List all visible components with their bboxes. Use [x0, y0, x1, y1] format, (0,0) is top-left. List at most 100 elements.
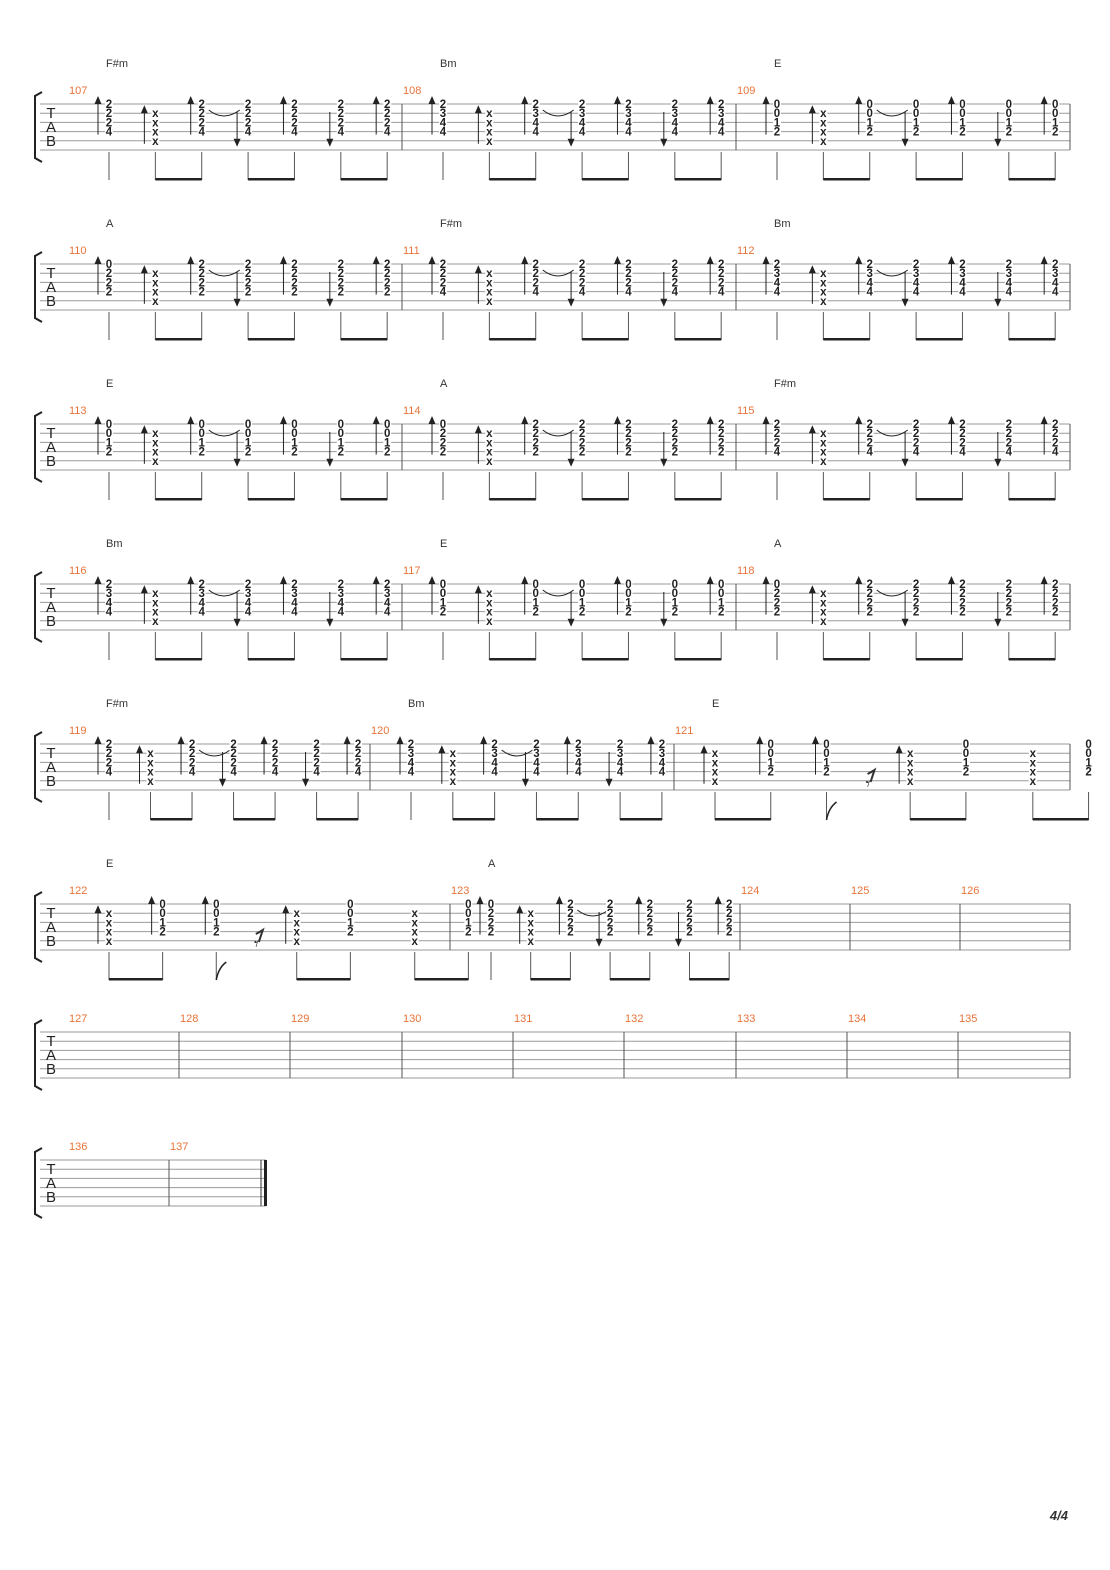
note-beam: [155, 498, 202, 501]
fret-number: 4: [106, 127, 113, 139]
dead-note: x: [486, 437, 493, 449]
fret-number: 1: [159, 917, 166, 929]
fret-number: 2: [774, 597, 780, 609]
dead-note: x: [820, 437, 827, 449]
system-bracket: [34, 891, 43, 963]
fret-number: 3: [440, 108, 446, 120]
fret-number: 4: [533, 287, 540, 299]
chord-name: F#m: [106, 58, 128, 70]
fret-number: 2: [245, 277, 251, 289]
upstroke-arrow: [762, 416, 770, 424]
fret-number: 4: [867, 277, 874, 289]
fret-number: 0: [625, 579, 631, 591]
tab-system: TAB113E0012xxxx00120012001200120012114A0…: [34, 378, 1071, 501]
upstroke-arrow: [94, 736, 102, 744]
dead-note: x: [907, 776, 914, 788]
fret-number: 2: [567, 908, 573, 920]
fret-number: 0: [774, 579, 780, 591]
fret-number: 2: [440, 99, 446, 111]
fret-number: 1: [291, 437, 298, 449]
upstroke-arrow: [613, 256, 621, 264]
note-beam: [916, 658, 963, 661]
upstroke-arrow: [136, 745, 144, 754]
fret-number: 2: [625, 419, 631, 431]
fret-number: 1: [913, 117, 920, 129]
upstroke-arrow: [855, 416, 863, 424]
upstroke-arrow: [947, 256, 955, 264]
fret-number: 2: [533, 428, 539, 440]
fret-number: 4: [313, 767, 320, 779]
fret-number: 3: [1006, 268, 1012, 280]
fret-number: 2: [106, 108, 112, 120]
fret-number: 2: [913, 597, 919, 609]
fret-number: 3: [672, 108, 678, 120]
fret-number: 2: [384, 268, 390, 280]
fret-number: 2: [291, 277, 297, 289]
upstroke-arrow: [428, 416, 436, 424]
fret-number: 2: [607, 927, 613, 939]
fret-number: 0: [867, 108, 873, 120]
downstroke-arrow: [901, 458, 909, 467]
note-beam: [610, 978, 650, 981]
upstroke-arrow: [372, 96, 380, 104]
fret-number: 2: [272, 757, 278, 769]
note-beam: [340, 498, 388, 501]
note-beam: [248, 498, 295, 501]
fret-number: 4: [106, 767, 113, 779]
dead-note: x: [1030, 767, 1037, 779]
fret-number: 2: [338, 287, 344, 299]
tab-clef-letter: A: [46, 1175, 56, 1192]
fret-number: 2: [440, 607, 446, 619]
fret-number: 2: [533, 99, 539, 111]
fret-number: 3: [199, 588, 205, 600]
fret-number: 2: [579, 437, 585, 449]
fret-number: 3: [617, 748, 623, 760]
measure: 126: [961, 885, 979, 897]
fret-number: 2: [338, 277, 344, 289]
dead-note: x: [152, 437, 159, 449]
note-flag: [215, 961, 227, 981]
dead-note: x: [412, 936, 419, 948]
fret-number: 2: [440, 447, 446, 459]
note-beam: [150, 818, 193, 821]
fret-number: 4: [625, 117, 632, 129]
upstroke-arrow: [808, 585, 816, 594]
fret-number: 4: [408, 767, 415, 779]
note-beam: [155, 178, 202, 181]
upstroke-arrow: [855, 96, 863, 104]
measure: 130: [403, 1013, 421, 1025]
system-bracket: [34, 571, 43, 643]
fret-number: 1: [213, 917, 220, 929]
fret-number: 3: [408, 748, 414, 760]
dead-note: x: [450, 748, 457, 760]
tab-clef-letter: T: [46, 425, 55, 442]
fret-number: 4: [672, 287, 679, 299]
dead-note: x: [152, 597, 159, 609]
fret-number: 4: [617, 767, 624, 779]
fret-number: 2: [338, 447, 344, 459]
fret-number: 3: [384, 588, 390, 600]
fret-number: 2: [491, 739, 497, 751]
tie-arc: [577, 909, 609, 917]
upstroke-arrow: [140, 265, 148, 274]
fret-number: 0: [338, 419, 344, 431]
system-bracket: [34, 1147, 43, 1219]
dead-note: x: [450, 776, 457, 788]
dead-note: x: [152, 588, 159, 600]
dead-note: x: [486, 447, 493, 459]
dead-note: x: [152, 136, 159, 148]
fret-number: 2: [347, 927, 353, 939]
fret-number: 2: [625, 428, 631, 440]
fret-number: 4: [491, 767, 498, 779]
downstroke-arrow: [233, 618, 241, 627]
fret-number: 3: [718, 108, 724, 120]
fret-number: 2: [245, 447, 251, 459]
fret-number: 2: [245, 287, 251, 299]
fret-number: 2: [199, 259, 205, 271]
upstroke-arrow: [474, 265, 482, 274]
tab-clef-letter: A: [46, 119, 56, 136]
fret-number: 0: [1052, 108, 1058, 120]
